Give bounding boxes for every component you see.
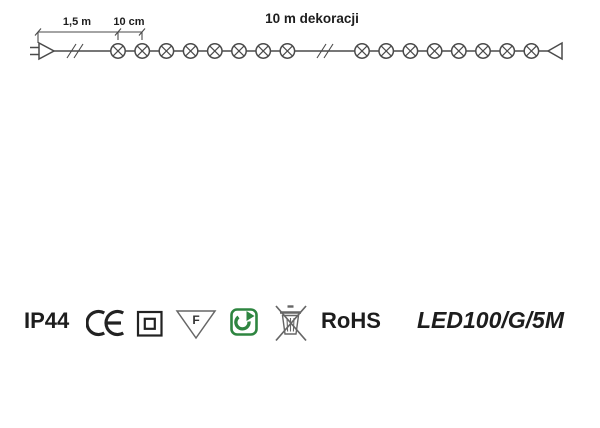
- cable-break-icon: [316, 43, 334, 59]
- rohs-label: RoHS: [321, 308, 381, 333]
- lamp-symbol: [426, 43, 443, 59]
- bulb-layer: [110, 43, 540, 59]
- plug-icon: [30, 41, 56, 61]
- lamp-symbol: [255, 43, 272, 59]
- ip-rating-label: IP44: [24, 308, 70, 333]
- lamp-symbol: [158, 43, 175, 59]
- lamp-symbol: [499, 43, 516, 59]
- decoration-length-label: 10 m dekoracji: [265, 11, 359, 26]
- lamp-symbol: [279, 43, 296, 59]
- recycling-arrow-icon: [230, 308, 258, 336]
- double-insulation-icon: [136, 310, 163, 337]
- weee-crossed-bin-icon: [275, 305, 307, 342]
- ce-mark-icon: [86, 309, 125, 337]
- lamp-symbol: [182, 43, 199, 59]
- lamp-symbol: [475, 43, 491, 59]
- cable-break-icon: [66, 43, 84, 59]
- f-mark-letter: F: [192, 313, 199, 327]
- lamp-symbol: [206, 43, 223, 59]
- lamp-symbol: [110, 43, 126, 59]
- lamp-symbol: [134, 43, 151, 59]
- lamp-symbol: [231, 43, 247, 59]
- lamp-symbol: [450, 43, 467, 59]
- lead-length-label: 1,5 m: [63, 16, 91, 28]
- end-connector-icon: [546, 41, 563, 61]
- lamp-spacing-label: 10 cm: [113, 16, 144, 28]
- light-string-diagram: 1,5 m 10 cm 10 m dekoracji: [30, 11, 563, 61]
- f-mark-icon: F: [175, 310, 217, 340]
- model-number-label: LED100/G/5M: [417, 307, 564, 333]
- lamp-symbol: [354, 43, 370, 59]
- dimension-lines: [34, 28, 146, 43]
- lamp-symbol: [378, 43, 395, 59]
- lamp-symbol: [523, 43, 540, 59]
- lamp-symbol: [402, 43, 419, 59]
